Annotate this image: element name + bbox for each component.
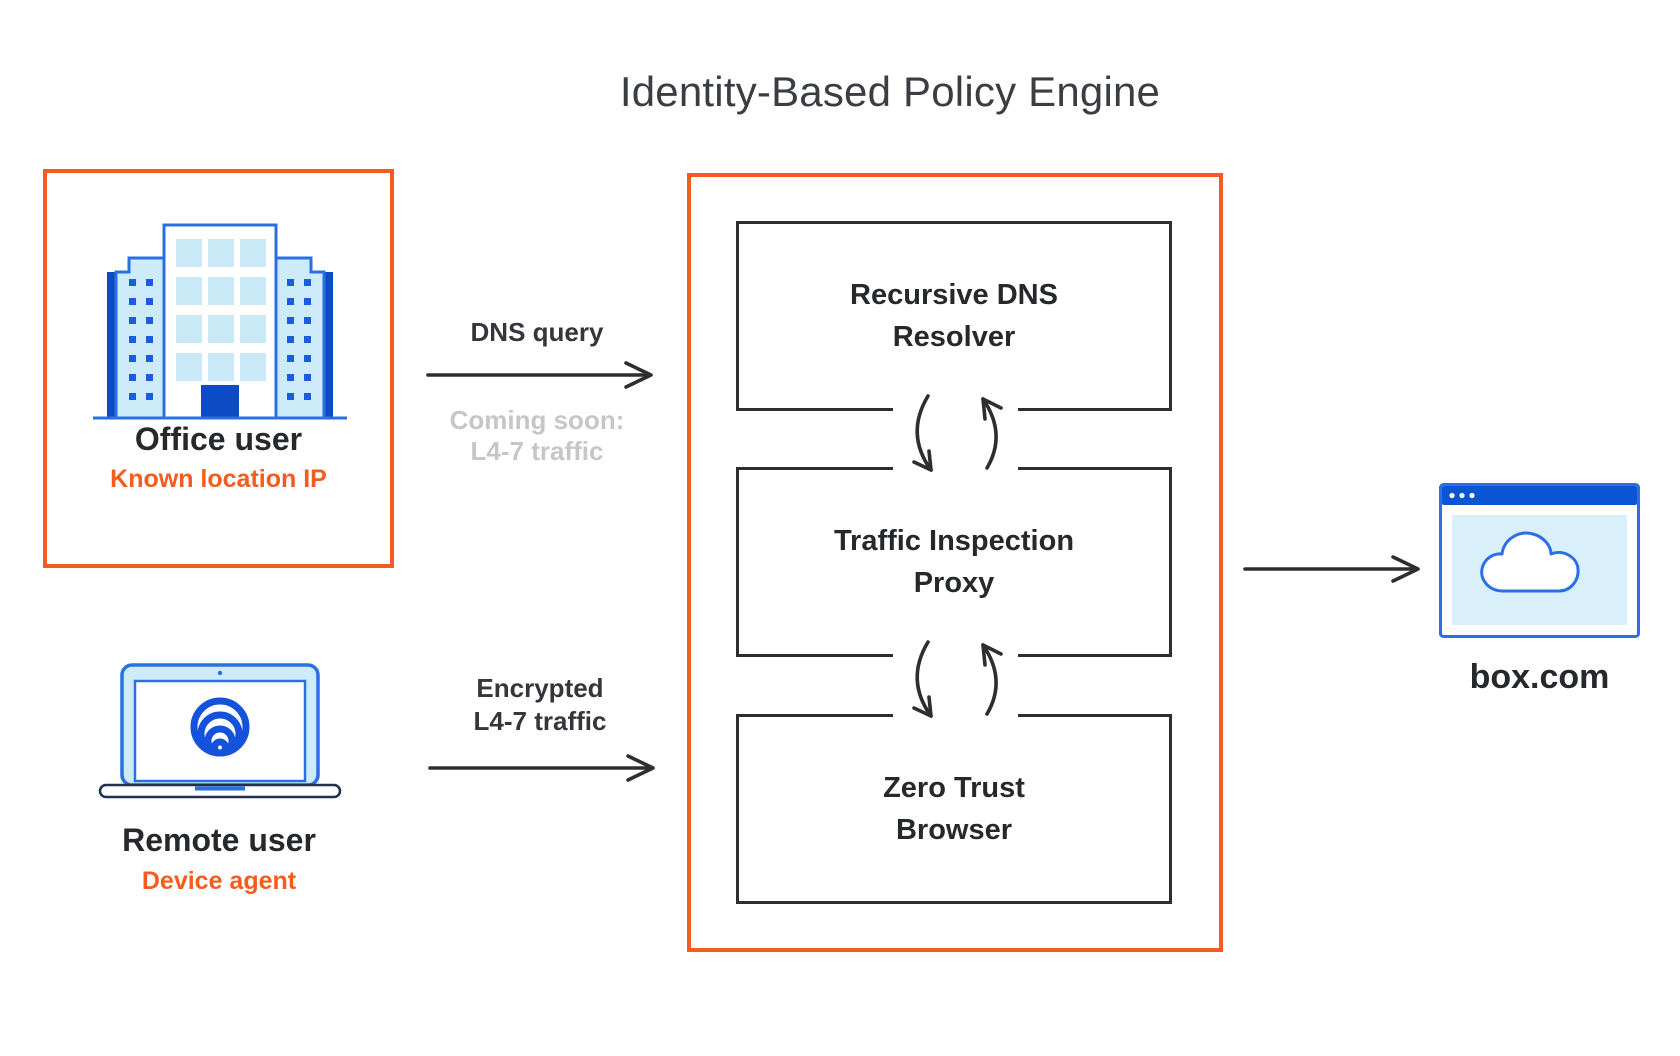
- coming-soon-note-line2: L4-7 traffic: [470, 436, 604, 466]
- encrypted-traffic-arrow-icon: [428, 754, 655, 782]
- coming-soon-note: Coming soon: L4-7 traffic: [412, 405, 662, 467]
- component-label-line1: Traffic Inspection: [833, 525, 1075, 557]
- office-user-sublabel: Known location IP: [110, 465, 327, 493]
- encrypted-traffic-label-line1: Encrypted: [476, 673, 604, 703]
- laptop-icon: [98, 663, 342, 799]
- destination-label: box.com: [1469, 658, 1610, 696]
- laptop-base-notch: [195, 786, 245, 791]
- remote-user-sublabel: Device agent: [141, 867, 297, 895]
- border-gap-patch: [893, 710, 1018, 720]
- component-label: Zero Trust Browser: [883, 767, 1025, 851]
- component-label: Recursive DNS Resolver: [850, 274, 1058, 358]
- component-label-line2: Resolver: [892, 321, 1016, 353]
- component-label: Traffic Inspection Proxy: [834, 520, 1074, 604]
- office-user-box: Office user Known location IP: [43, 169, 394, 568]
- encrypted-traffic-label: Encrypted L4-7 traffic: [415, 672, 665, 738]
- building-right-wing: [274, 256, 326, 420]
- laptop-camera-dot: [217, 670, 223, 676]
- cycle-arrows-icon: [912, 394, 1003, 472]
- border-gap-patch: [893, 406, 1018, 416]
- dns-query-label: DNS query: [470, 317, 604, 347]
- component-traffic-inspection-proxy: Traffic Inspection Proxy: [736, 467, 1172, 657]
- diagram-title: Identity-Based Policy Engine: [619, 68, 1161, 115]
- browser-titlebar: [1442, 486, 1637, 505]
- building-right-strip: [324, 272, 333, 418]
- office-building-icon: [93, 223, 347, 420]
- office-user-label: Office user: [134, 421, 303, 457]
- building-wing-windows: [129, 279, 311, 400]
- device-agent-logo-icon: [190, 697, 250, 757]
- remote-user-label: Remote user: [122, 822, 316, 858]
- browser-titlebar-dots: [1449, 492, 1475, 499]
- browser-window-icon: [1439, 483, 1640, 638]
- component-label-line2: Proxy: [913, 567, 995, 599]
- cloud-icon: [1480, 531, 1580, 593]
- component-label-line2: Browser: [895, 814, 1013, 846]
- building-left-wing: [114, 256, 166, 420]
- to-destination-arrow-icon: [1243, 555, 1420, 583]
- component-label-line1: Recursive DNS: [850, 279, 1058, 311]
- building-center-windows: [176, 239, 266, 381]
- component-zero-trust-browser: Zero Trust Browser: [736, 714, 1172, 904]
- building-left-strip: [107, 272, 116, 418]
- encrypted-traffic-label-line2: L4-7 traffic: [473, 706, 607, 736]
- dns-query-arrow-icon: [426, 361, 653, 389]
- building-door: [201, 385, 239, 418]
- cycle-arrows-icon: [912, 640, 1003, 718]
- laptop-base: [98, 783, 342, 799]
- border-gap-patch: [893, 652, 1018, 662]
- coming-soon-note-line1: Coming soon:: [449, 405, 625, 435]
- component-label-line1: Zero Trust: [883, 772, 1025, 804]
- border-gap-patch: [893, 463, 1018, 473]
- component-recursive-dns-resolver: Recursive DNS Resolver: [736, 221, 1172, 411]
